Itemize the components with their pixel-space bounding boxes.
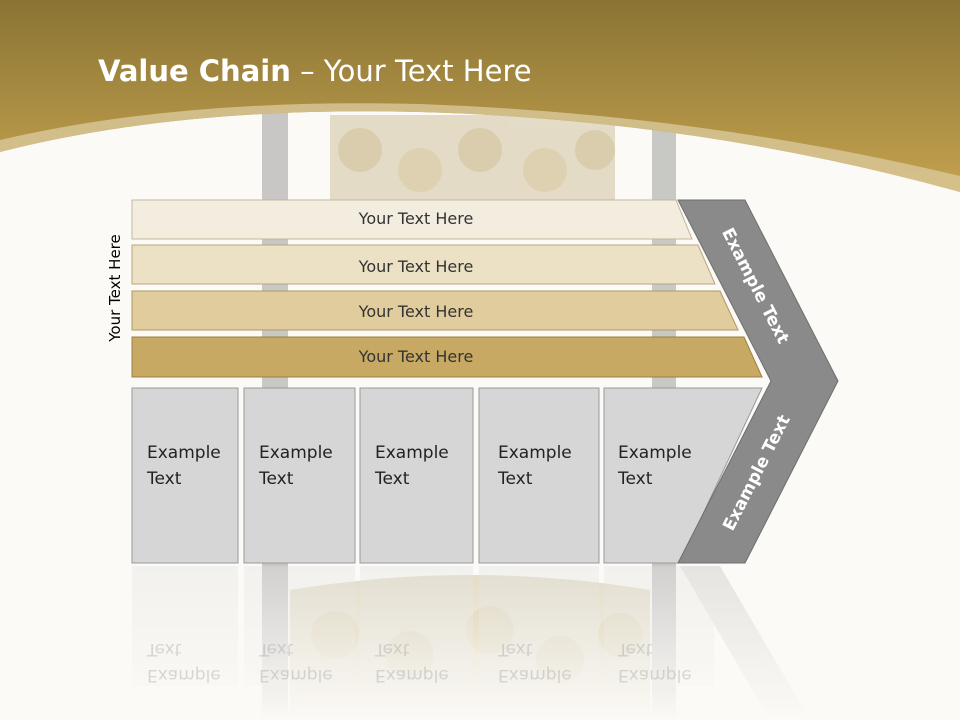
box-2 [243, 387, 356, 564]
header-band [0, 0, 960, 192]
box-1 [131, 387, 239, 564]
vertical-label: Your Text Here [106, 234, 124, 342]
bar-1-label: Your Text Here [358, 209, 474, 228]
box-4 [478, 387, 600, 564]
bar-1 [131, 199, 693, 240]
bar-2-label: Your Text Here [358, 257, 474, 276]
box-3 [359, 387, 474, 564]
slide-title: Value Chain – Your Text Here [98, 54, 532, 88]
title-bold: Value Chain [98, 54, 291, 88]
bar-3-label: Your Text Here [358, 302, 474, 321]
title-rest: – Your Text Here [290, 54, 532, 88]
chevron-arrow [677, 199, 839, 564]
bar-4-label: Your Text Here [358, 347, 474, 366]
bar-2 [131, 244, 716, 285]
bar-4 [131, 336, 763, 378]
bar-3 [131, 290, 739, 331]
